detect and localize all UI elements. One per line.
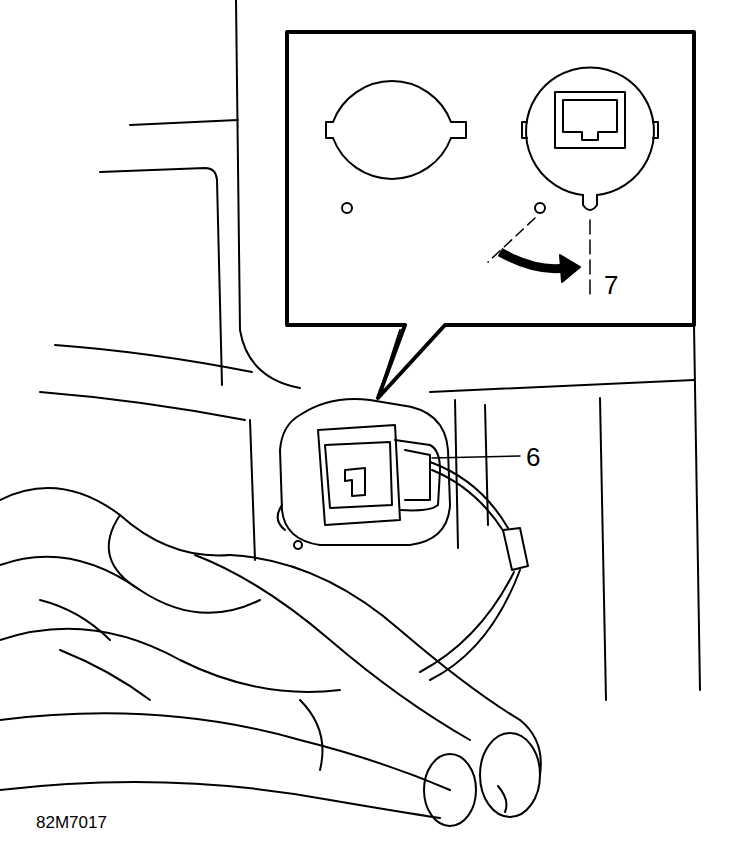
figure-code: 82M7017	[36, 814, 107, 831]
callout-number: 6	[526, 444, 540, 470]
callout-number: 7	[604, 272, 618, 298]
